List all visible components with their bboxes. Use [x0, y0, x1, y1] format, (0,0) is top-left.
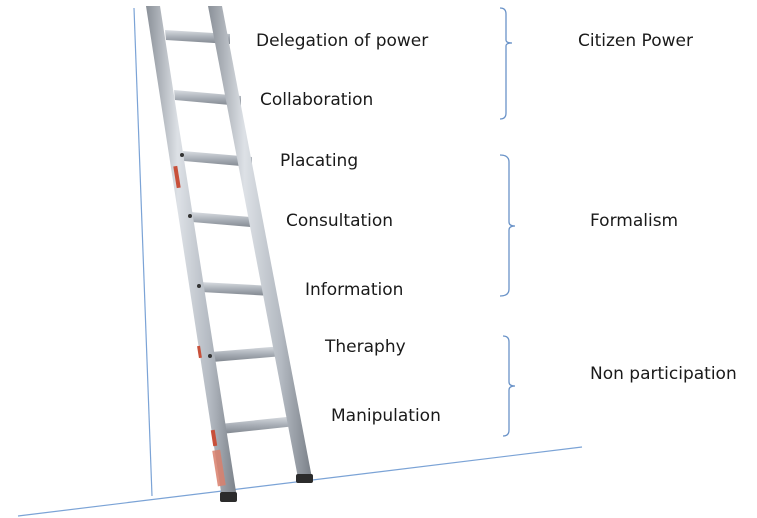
ladder-joint — [208, 354, 212, 358]
bracket-formalism — [499, 154, 516, 297]
group-label-citizen-power: Citizen Power — [578, 31, 693, 51]
wall-line — [133, 7, 153, 497]
ladder-rung — [183, 151, 252, 167]
ladder-foot-left — [220, 492, 237, 502]
rung-label-delegation-of-power: Delegation of power — [256, 31, 429, 51]
bracket-non-participation — [502, 335, 516, 437]
ladder-foot-right — [296, 474, 313, 483]
rung-label-placating: Placating — [280, 151, 359, 171]
ladder-marking — [197, 345, 202, 359]
rung-label-manipulation: Manipulation — [331, 406, 441, 426]
rung-label-theraphy: Theraphy — [325, 337, 406, 357]
ladder-rung — [211, 346, 283, 362]
ladder-joint — [188, 214, 192, 218]
ladder-rung — [191, 212, 262, 228]
ladder-marking — [212, 449, 226, 487]
ladder-right-rail — [208, 6, 312, 478]
rung-label-information: Information — [305, 280, 404, 300]
ladder-rung — [174, 90, 241, 106]
bracket-citizen-power — [499, 7, 513, 120]
ladder-marking — [173, 165, 181, 189]
ladder-joint — [197, 284, 201, 288]
ladder-rung — [200, 282, 272, 296]
rung-label-consultation: Consultation — [286, 211, 394, 231]
ladder-left-rail — [146, 6, 237, 498]
ladder-rung — [220, 416, 296, 434]
group-label-formalism: Formalism — [590, 211, 679, 231]
ladder-joint — [180, 153, 184, 157]
rung-label-collaboration: Collaboration — [260, 90, 374, 110]
ladder-marking — [210, 429, 218, 447]
ladder — [146, 6, 313, 502]
group-label-non-participation: Non participation — [590, 364, 737, 384]
